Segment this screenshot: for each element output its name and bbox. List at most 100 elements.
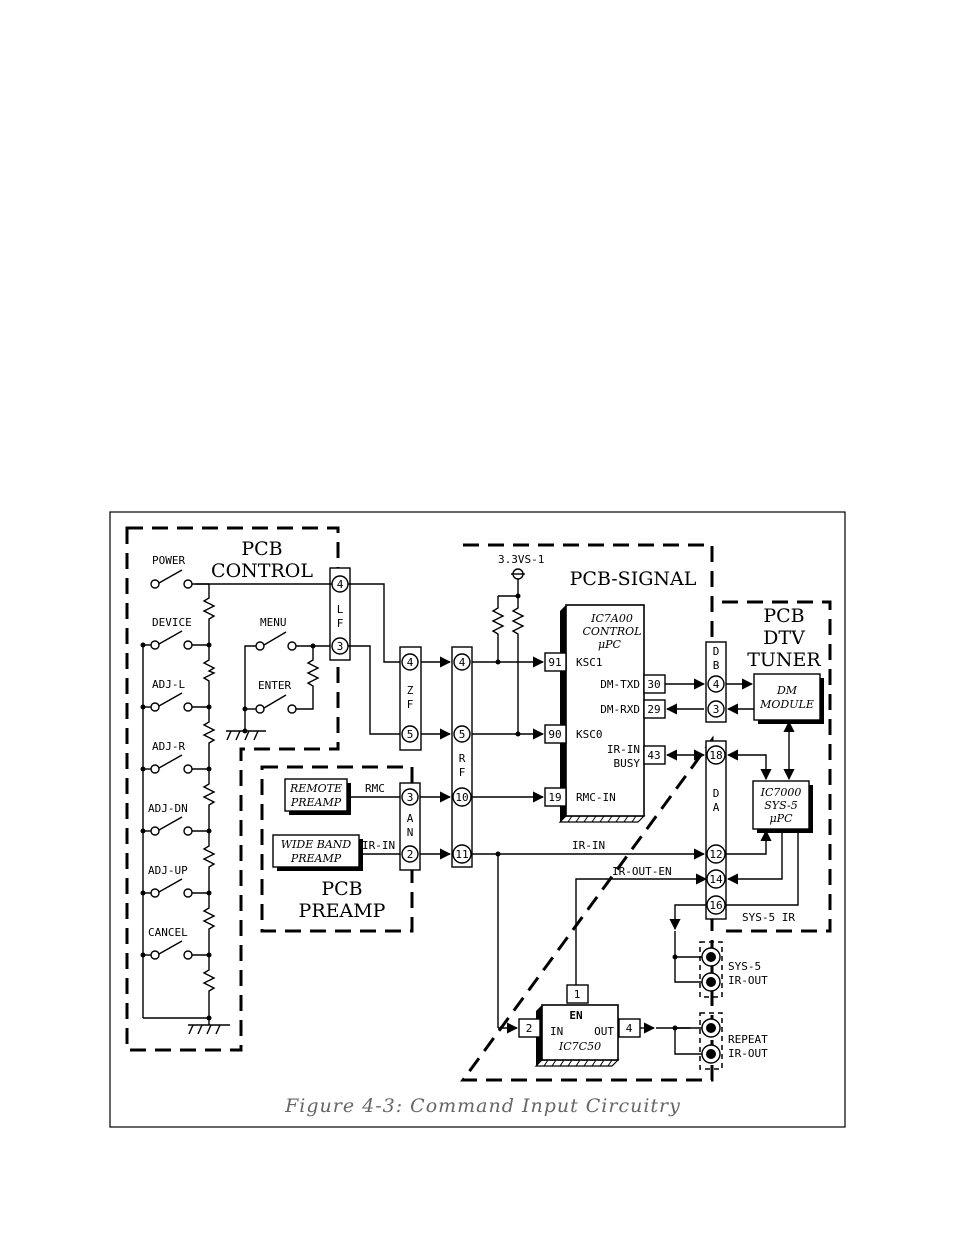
figure-frame [109,511,846,1128]
connector-zf: 4 5 Z F [399,646,422,751]
svg-text:IC7C50: IC7C50 [558,1040,601,1053]
svg-text:1: 1 [574,988,581,1001]
svg-text:B: B [713,659,720,672]
svg-text:PREAMP: PREAMP [290,796,342,809]
svg-text:ADJ-DN: ADJ-DN [148,802,188,815]
ic7a00-pin-90: 90 KSC0 [544,724,603,744]
svg-text:18: 18 [709,749,722,762]
svg-text:12: 12 [709,848,722,861]
svg-text:16: 16 [709,899,722,912]
resistor-ladder [202,584,216,1025]
svg-text:F: F [337,617,344,630]
pcb-preamp-label-line1: PCB [321,878,362,900]
switch-enter: ENTER [255,679,297,714]
svg-text:KSC1: KSC1 [576,656,603,669]
svg-text:90: 90 [548,728,561,741]
svg-text:N: N [407,826,414,839]
svg-text:4: 4 [407,656,414,669]
svg-text:L: L [337,603,344,616]
pullup-resistors [491,595,525,734]
svg-text:4: 4 [713,678,720,691]
svg-text:IN: IN [550,1025,563,1038]
connector-lf: 4 3 L F [329,567,351,661]
connector-an: 3 2 A N [399,782,421,871]
svg-text:D: D [713,645,720,658]
svg-text:PREAMP: PREAMP [290,852,342,865]
svg-text:POWER: POWER [152,554,185,567]
pcb-dtv-tuner-label-line2: DTV [763,627,805,649]
pcb-dtv-tuner-boundary [722,600,832,933]
svg-text:3: 3 [407,791,414,804]
svg-text:IR-OUT: IR-OUT [728,974,768,987]
ir-out-en-label: IR-OUT-EN [612,865,672,878]
ic7000-box: IC7000 SYS-5 μPC [752,780,813,833]
svg-text:μPC: μPC [770,812,794,825]
pcb-signal-label: PCB-SIGNAL [570,568,697,590]
ic7c50-chip: EN IN OUT IC7C50 [534,1004,620,1067]
row-wires [143,644,209,956]
ic7c50-pin-4: 4 [618,1018,641,1038]
switch-adj-l: ADJ-L [150,678,193,712]
sys5-ir-signal-label: SYS-5 IR [742,911,795,924]
svg-text:A: A [407,812,414,825]
svg-text:SYS-5: SYS-5 [764,799,797,812]
svg-text:3: 3 [337,640,344,653]
svg-text:CANCEL: CANCEL [148,926,188,939]
svg-text:2: 2 [526,1022,533,1035]
junction-dots-control [140,642,212,1021]
svg-text:OUT: OUT [594,1025,614,1038]
svg-text:DM-RXD: DM-RXD [600,703,640,716]
svg-text:4: 4 [626,1022,633,1035]
svg-text:D: D [713,787,720,800]
sys5-ir-out-jack: SYS-5 IR-OUT [699,941,768,998]
svg-text:3.3VS-1: 3.3VS-1 [498,553,544,566]
pcb-preamp-label-line2: PREAMP [299,900,386,922]
svg-text:ADJ-R: ADJ-R [152,740,185,753]
rmc-signal-label: RMC [365,782,385,795]
pcb-dtv-tuner-label-line1: PCB [763,605,804,627]
pcb-control-label-line2: CONTROL [211,560,313,582]
pcb-dtv-tuner-label-line3: TUNER [747,649,821,671]
svg-text:DM: DM [776,684,798,697]
svg-text:19: 19 [548,791,561,804]
svg-text:29: 29 [647,703,660,716]
svg-text:3: 3 [713,703,720,716]
wide-band-preamp-box: WIDE BAND PREAMP [272,834,363,871]
ic7a00-pin-29: 29 DM-RXD [600,699,666,719]
svg-text:EN: EN [569,1009,582,1022]
connector-rf: 4 5 10 11 R F [451,646,473,868]
ic7c50-pin-1: 1 [566,984,589,1004]
switch-adj-dn: ADJ-DN [148,802,193,836]
switch-adj-up: ADJ-UP [148,864,193,898]
svg-text:Z: Z [407,684,414,697]
svg-text:IR-IN: IR-IN [607,743,640,756]
svg-text:2: 2 [407,848,414,861]
svg-text:MENU: MENU [260,616,287,629]
figure-caption: Figure 4-3: Command Input Circuitry [284,1095,681,1117]
ic7a00-pin-30: 30 DM-TXD [600,674,666,694]
svg-text:4: 4 [459,656,466,669]
svg-text:IR-OUT: IR-OUT [728,1047,768,1060]
ic7a00-pin-91: 91 KSC1 [544,652,603,672]
ir-in-bus-label: IR-IN [572,839,605,852]
repeat-ir-out-jack: REPEAT IR-OUT [699,1012,768,1070]
svg-text:5: 5 [459,728,466,741]
svg-text:KSC0: KSC0 [576,728,603,741]
connector-db: D B 4 3 [705,641,727,723]
supply-3v3: 3.3VS-1 [498,553,544,599]
resistor-enter [296,646,320,710]
svg-text:ADJ-L: ADJ-L [152,678,185,691]
remote-preamp-box: REMOTE PREAMP [284,778,351,815]
ground-symbol-menu [226,730,266,741]
svg-text:IC7A00: IC7A00 [590,612,633,625]
dm-module-box: DM MODULE [753,673,824,724]
svg-text:DEVICE: DEVICE [152,616,192,629]
svg-text:REMOTE: REMOTE [289,782,342,795]
switch-device: DEVICE [150,616,193,650]
svg-text:30: 30 [647,678,660,691]
svg-text:10: 10 [455,791,468,804]
ic7a00-pin-43: 43 IR-IN BUSY [607,743,666,770]
svg-text:4: 4 [337,578,344,591]
svg-text:BUSY: BUSY [614,757,641,770]
